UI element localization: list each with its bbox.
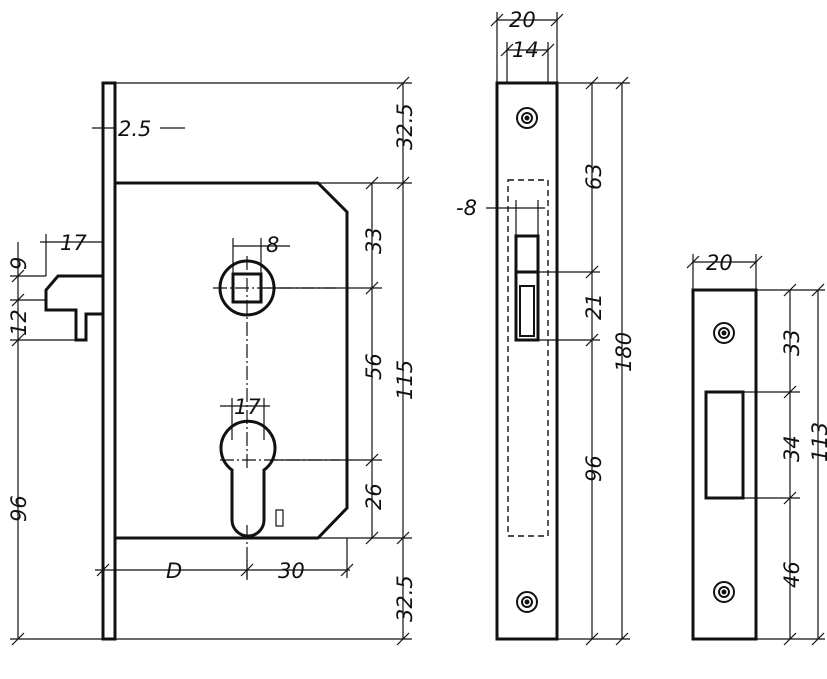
label-17-cyl: 17 — [234, 395, 261, 419]
label-32-5-bottom: 32.5 — [393, 575, 417, 622]
label-46: 46 — [780, 561, 804, 588]
label-21: 21 — [582, 293, 606, 320]
label-14: 14 — [512, 38, 539, 62]
label-30: 30 — [278, 559, 305, 583]
label-115: 115 — [393, 360, 417, 400]
label-8: 8 — [266, 233, 279, 257]
label-63: 63 — [582, 163, 606, 190]
label-d: D — [166, 559, 182, 583]
latch-slot — [514, 234, 540, 342]
strike-plate — [691, 288, 758, 641]
lock-case — [115, 181, 349, 540]
case-outline-hidden — [507, 179, 549, 537]
strike-plate-view: 20 33 34 46 113 — [686, 251, 827, 646]
label-113: 113 — [808, 422, 827, 462]
label-180: 180 — [612, 332, 636, 372]
strike-opening — [704, 390, 745, 500]
bottom-screw — [516, 591, 538, 613]
label-56: 56 — [362, 353, 386, 380]
latch-tongue — [519, 285, 535, 337]
label-20-face: 20 — [509, 8, 536, 32]
small-slot — [275, 509, 284, 527]
label-17-latch: 17 — [60, 231, 87, 255]
front-plate — [101, 81, 117, 641]
strike-top-screw — [713, 322, 735, 344]
label-20-strike: 20 — [706, 251, 733, 275]
label-33: 33 — [362, 227, 386, 254]
face-view: 20 14 -8 63 21 180 96 — [456, 8, 636, 646]
label-2-5: 2.5 — [118, 117, 151, 141]
label-26: 26 — [362, 483, 386, 510]
label-8-slot: -8 — [456, 196, 477, 220]
strike-bottom-screw — [713, 581, 735, 603]
side-view: 2.5 32.5 33 8 56 115 17 26 32.5 D 30 17 … — [7, 76, 417, 646]
label-12: 12 — [7, 309, 31, 336]
face-plate — [495, 81, 559, 641]
label-9: 9 — [7, 257, 31, 270]
label-32-5-top: 32.5 — [393, 103, 417, 150]
label-34: 34 — [780, 435, 804, 462]
top-screw — [516, 107, 538, 129]
cylinder-profile — [219, 419, 277, 538]
label-96-left: 96 — [7, 495, 31, 522]
latch-bolt — [44, 274, 103, 342]
label-96-face: 96 — [582, 455, 606, 482]
label-33-strike: 33 — [780, 329, 804, 356]
